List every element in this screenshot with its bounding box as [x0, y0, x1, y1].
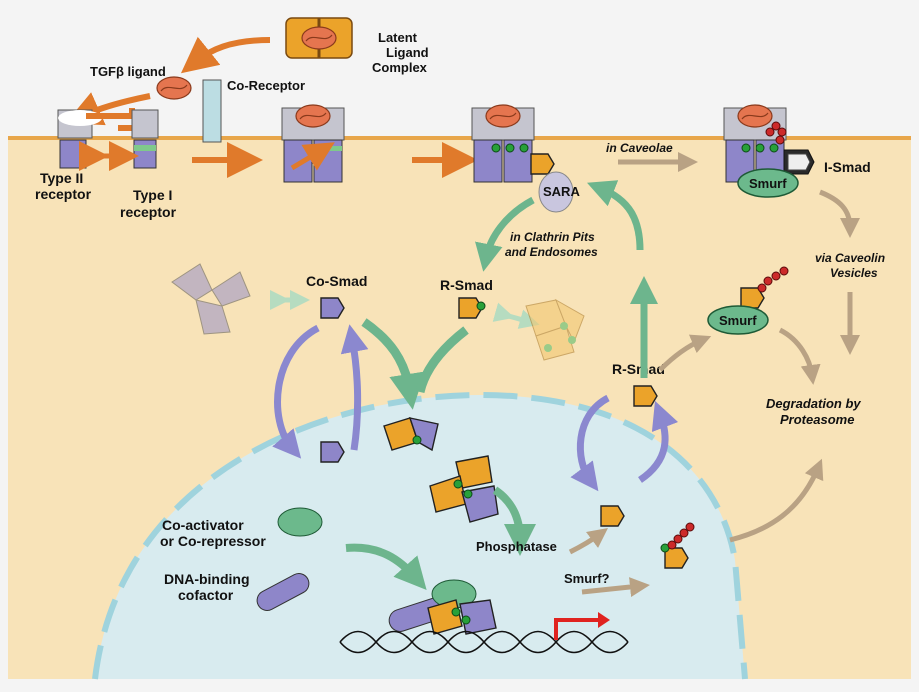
smurf-mid — [707, 305, 769, 335]
phosphatase-label: Phosphatase — [476, 539, 557, 554]
r-smad-export-arrow — [637, 400, 679, 483]
i-smad-label: I-Smad — [824, 159, 871, 175]
via-caveolin-label: via Caveolin Vesicles — [815, 251, 888, 280]
co-smad-export-arrow — [340, 324, 369, 451]
co-smad-trimer-faded — [171, 263, 251, 335]
co-receptor — [202, 79, 222, 143]
nuclear-envelope — [92, 391, 748, 680]
tgfb-ligand-label: TGFβ ligand — [90, 64, 166, 79]
latent-ligand-complex — [285, 17, 353, 59]
to-receptor-arrow — [587, 180, 644, 251]
r-smad-label-left: R-Smad — [440, 277, 493, 293]
r-smad-import-arrow — [570, 394, 610, 492]
dna-binding-label: DNA-binding cofactor — [164, 571, 253, 603]
transcription-complex — [388, 579, 497, 635]
r-smad-release-arrow — [475, 196, 535, 272]
receptor-complex-1 — [281, 104, 345, 183]
latent-ligand-label: Latent Ligand Complex — [372, 30, 432, 75]
co-smad-label: Co-Smad — [306, 273, 367, 289]
smad-dimer-nucleus — [383, 417, 439, 452]
smad-trimer-nucleus — [429, 455, 499, 523]
type-ii-label: Type II receptor — [35, 170, 92, 202]
type-i-label: Type I receptor — [120, 187, 177, 220]
transcription-arrow-icon — [554, 618, 600, 640]
ligand-icon — [156, 76, 192, 100]
sara-label: SARA — [543, 184, 580, 199]
ubiquitin-chain-icon — [757, 266, 789, 293]
smurf-q-label: Smurf? — [564, 571, 610, 586]
r-smad-label-right: R-Smad — [612, 361, 665, 377]
to-degradation-arrow-2 — [778, 327, 821, 385]
sara-protein — [538, 171, 574, 213]
to-dna-arrow-2 — [345, 543, 427, 590]
r-smad-equilibrium-arrow — [492, 302, 540, 329]
dna-binding-cofactor-icon — [256, 573, 310, 611]
in-caveolae-label: in Caveolae — [606, 141, 673, 155]
dna-helix-icon — [339, 630, 629, 654]
degradation-label: Degradation by Proteasome — [766, 396, 864, 427]
caveolin-arrow — [819, 189, 860, 238]
nuclear-degradation-arrow — [729, 458, 824, 543]
phosphatase-arrow — [568, 528, 609, 555]
ubiquitin-chain-nuclear-icon — [667, 522, 695, 550]
smurf-top — [737, 168, 799, 198]
receptor-complex-2 — [471, 104, 555, 183]
co-smad-import-arrow — [272, 324, 320, 459]
smurf-nuclear-arrow — [581, 577, 650, 597]
co-receptor-label: Co-Receptor — [227, 78, 305, 93]
co-activator-icon — [277, 507, 323, 537]
co-smad-icon — [320, 297, 345, 319]
transcription-arrow-head — [598, 612, 610, 628]
co-smad-to-complex-arrow — [361, 318, 425, 410]
co-activator-label: Co-activator or Co-repressor — [160, 517, 266, 549]
smurf-top-label: Smurf — [749, 176, 787, 191]
ligand-release-arrow — [180, 36, 271, 74]
r-smad-trimer-faded — [525, 298, 585, 361]
to-smurf-arrow — [658, 334, 712, 372]
to-dna-arrow-1 — [492, 486, 536, 556]
r-smad-to-complex-arrow — [415, 326, 469, 394]
smurf-mid-label: Smurf — [719, 313, 757, 328]
clathrin-label: in Clathrin Pits and Endosomes — [505, 230, 598, 259]
